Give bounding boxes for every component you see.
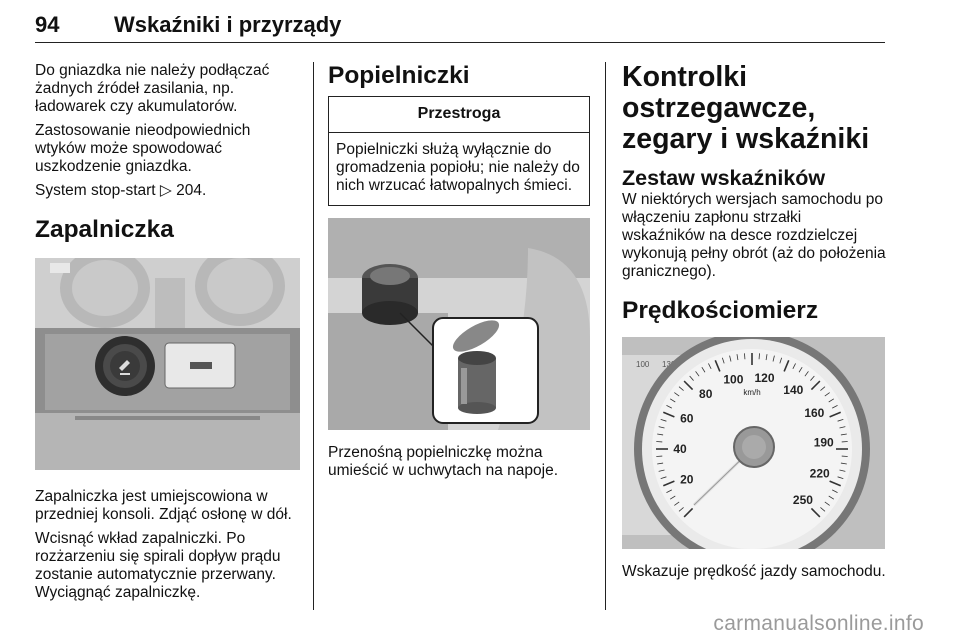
speedometer-tick — [678, 507, 684, 512]
speedometer-tick — [779, 357, 783, 364]
speed-number: 190 — [814, 436, 834, 450]
speedometer-tick — [701, 366, 706, 373]
speed-number: 60 — [680, 412, 694, 426]
speedometer-tick — [810, 375, 815, 381]
speedometer-tick — [689, 375, 694, 381]
speedometer-tick — [839, 426, 846, 429]
speedometer-tick — [824, 501, 830, 506]
column-divider — [313, 62, 314, 610]
speedometer-tick — [663, 480, 675, 487]
speedometer-tick — [708, 363, 712, 369]
speedometer-tick — [828, 398, 835, 403]
speedometer-tick — [683, 380, 694, 391]
speedometer-tick — [736, 354, 739, 361]
speedometer-tick — [783, 360, 790, 372]
speedometer-tick — [832, 489, 838, 493]
speedometer-tick — [837, 476, 844, 480]
column-left: Do gniazdka nie należy podłączać żadnych… — [35, 62, 300, 608]
caution-text: Popielniczki służą wyłącznie do gromadze… — [336, 141, 580, 194]
speedometer-tick — [657, 462, 664, 465]
speedometer-tick — [829, 411, 841, 418]
speedometer-tick — [792, 363, 796, 369]
speedometer-tick — [839, 469, 846, 472]
speedometer-tick — [832, 405, 838, 409]
speedometer-tick — [824, 392, 830, 397]
speed-number: 250 — [793, 493, 813, 507]
speedometer-tick — [660, 418, 667, 422]
cross-reference: System stop-start ▷ 204. — [35, 182, 207, 199]
speed-number: 160 — [804, 406, 824, 420]
speed-number: 20 — [680, 472, 694, 486]
odometer-label: 100 — [636, 360, 650, 369]
speedometer-tick — [695, 371, 700, 377]
speedometer-tick — [840, 462, 847, 465]
speedometer-tick — [674, 392, 680, 397]
speedometer-tick — [765, 354, 768, 361]
column-divider — [605, 62, 606, 610]
figure-caption: Wskazuje prędkość jazdy samochodu. — [622, 563, 886, 580]
cigarette-lighter-figure — [35, 258, 300, 470]
subheading-instrument-cluster: Zestaw wskaźników — [622, 166, 826, 190]
speedometer-tick — [674, 501, 680, 506]
speedometer-tick — [683, 507, 694, 518]
speedometer-tick — [658, 426, 665, 429]
speedometer-tick — [772, 355, 775, 362]
paragraph: Do gniazdka nie należy podłączać żadnych… — [35, 62, 270, 115]
ashtray-illustration — [328, 218, 590, 430]
section-heading-speedometer: Prędkościomierz — [622, 297, 819, 324]
column-middle: Popielniczki Przestroga Popielniczki słu… — [328, 62, 590, 486]
speedometer-ticks — [656, 353, 848, 518]
speedometer-tick — [657, 433, 664, 436]
speedometer-tick — [663, 411, 675, 418]
caution-box: Przestroga Popielniczki służą wyłącznie … — [328, 96, 590, 206]
watermark: carmanualsonline.info — [713, 612, 924, 635]
cigarette-lighter-illustration — [35, 258, 300, 470]
speedometer-tick — [729, 355, 732, 362]
speedometer-tick — [820, 507, 826, 512]
section-heading-lighter: Zapalniczka — [35, 216, 174, 243]
speedometer-tick — [829, 480, 841, 487]
paragraph: Zapalniczka jest umiejscowiona w przedni… — [35, 488, 292, 523]
speedometer-tick — [810, 507, 821, 518]
speed-number: 40 — [673, 442, 687, 456]
odometer-label: 130 — [662, 360, 676, 369]
page-number: 94 — [35, 12, 60, 37]
speedometer-tick — [666, 405, 672, 409]
speedometer-tick — [837, 418, 844, 422]
paragraph: W niektórych wersjach samochodu po włącz… — [622, 191, 886, 280]
speedometer-tick — [669, 398, 676, 403]
speedometer-tick — [804, 371, 809, 377]
paragraph: Wcisnąć wkład zapalniczki. Po rozżarzeni… — [35, 530, 281, 601]
figure-caption: Przenośną popielniczkę można umieścić w … — [328, 444, 559, 479]
speedometer-tick — [721, 357, 725, 364]
speedometer-tick — [810, 380, 821, 391]
speedometer-tick — [669, 495, 676, 500]
speedometer-tick — [678, 386, 684, 391]
speedometer-tick — [840, 433, 847, 436]
page-header: 94 Wskaźniki i przyrządy — [35, 8, 885, 43]
speedometer-tick — [820, 386, 826, 391]
speed-number: 140 — [783, 383, 803, 397]
speed-number: 220 — [810, 467, 830, 481]
speedometer-tick — [828, 495, 835, 500]
speed-number: 80 — [699, 387, 713, 401]
chapter-title: Wskaźniki i przyrządy — [114, 12, 342, 37]
section-heading-ashtrays: Popielniczki — [328, 62, 470, 89]
paragraph: Zastosowanie nieodpowiednich wtyków może… — [35, 122, 251, 175]
section-heading-warning-lights: Kontrolki ostrzegawcze, zegary i wskaźni… — [622, 61, 870, 155]
speedometer-tick — [658, 469, 665, 472]
speed-number: 100 — [723, 372, 743, 386]
speedometer-tick — [798, 366, 803, 373]
speedometer-tick — [660, 476, 667, 480]
caution-title: Przestroga — [329, 97, 589, 133]
speed-unit-label: km/h — [743, 388, 760, 397]
speedometer-tick — [714, 360, 721, 372]
speedometer-tick — [666, 489, 672, 493]
ashtray-figure — [328, 218, 590, 430]
speed-number: 120 — [754, 371, 774, 385]
column-right: Kontrolki ostrzegawcze, zegary i wskaźni… — [622, 62, 887, 587]
